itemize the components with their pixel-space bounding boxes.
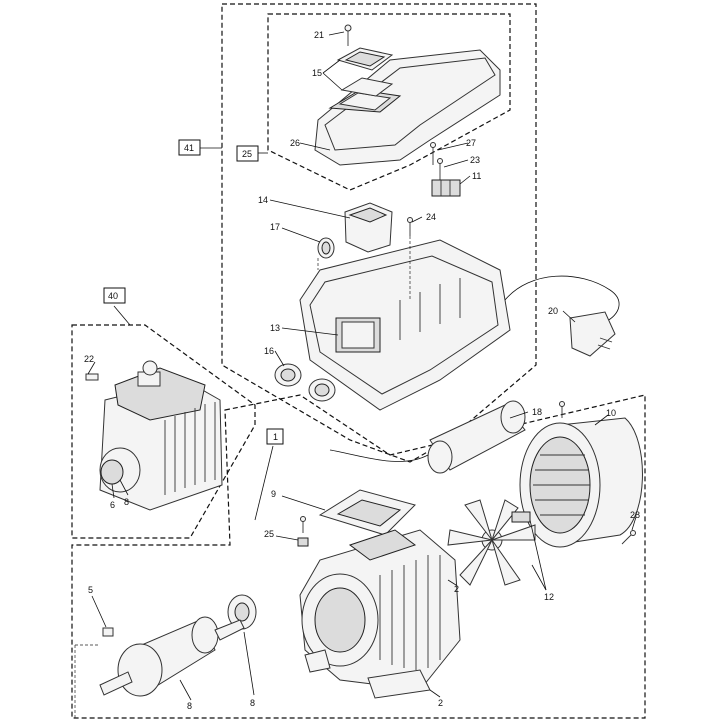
leader-lines: [74, 31, 637, 718]
callout-21: 23: [470, 155, 480, 165]
switch-box-cover: [314, 24, 501, 166]
motor-assembly-40: [85, 360, 223, 511]
callout-28: 28: [630, 510, 640, 520]
callout-26: 26: [290, 138, 300, 148]
callout-27: 27: [466, 138, 476, 148]
callout-8: 8: [124, 497, 129, 507]
boxed-callout-25: 25: [242, 149, 252, 159]
callout-22: 24: [426, 212, 436, 222]
group-25-outline: [267, 13, 511, 191]
callout-11: 9: [271, 489, 276, 499]
capacitor-18: [329, 400, 526, 474]
callout-3: 8: [187, 701, 192, 711]
screw-27-21-terminal-12: [430, 142, 461, 197]
callout-18: 18: [532, 407, 542, 417]
callout-16: 16: [264, 346, 274, 356]
callout-13: 13: [270, 323, 280, 333]
callout-6: 6: [110, 500, 115, 510]
rotor-3: [99, 616, 245, 697]
screw-22: [407, 217, 413, 236]
callout-10: 10: [606, 408, 616, 418]
callout-2: 2: [454, 584, 459, 594]
switch-housing: [299, 239, 511, 411]
callout-20: 21: [314, 30, 324, 40]
ring-17: [317, 237, 335, 259]
callout-15: 15: [312, 68, 322, 78]
screw-24: [297, 516, 309, 547]
fan-9: [447, 499, 536, 586]
callout-9: 12: [544, 592, 554, 602]
power-cord-plug-19: [504, 275, 620, 357]
group-1-outline: [71, 394, 646, 719]
callout-23: 22: [84, 354, 94, 364]
callout-12: 11: [472, 171, 481, 181]
callout-19: 20: [548, 306, 558, 316]
terminal-box-gasket-11: [318, 489, 416, 536]
screws-28-20-top: [559, 401, 636, 545]
callout-5: 8: [250, 698, 255, 708]
callout-14: 14: [258, 195, 268, 205]
callout-4: 5: [88, 585, 93, 595]
callout-2b: 2: [438, 698, 443, 708]
key-4: [102, 627, 114, 637]
motor-housing-2: [299, 529, 461, 699]
boxed-callout-40: 40: [108, 291, 118, 301]
rocker-switch-14: [344, 202, 393, 253]
cable-glands-16: [274, 363, 336, 402]
bearing-5: [227, 594, 257, 630]
boxed-callout-1: 1: [273, 432, 278, 442]
callout-24: 25: [264, 529, 274, 539]
fan-cover-10: [519, 417, 643, 548]
group-40-outline: [71, 324, 256, 539]
callout-17: 17: [270, 222, 280, 232]
boxed-callout-41: 41: [184, 143, 194, 153]
